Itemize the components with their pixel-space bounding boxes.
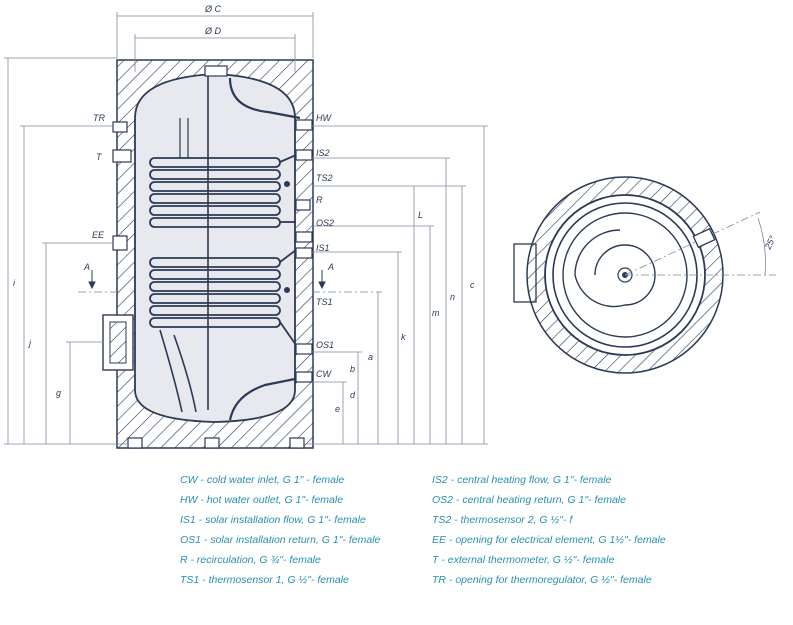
dimension-lines: [4, 12, 488, 445]
label-ts2: TS2: [316, 173, 333, 183]
upper-coil: [149, 154, 297, 228]
dim-b: b: [350, 364, 355, 374]
label-t: T: [96, 152, 103, 162]
angle-axis: [624, 211, 761, 276]
label-ts1: TS1: [316, 297, 333, 307]
dim-e: e: [335, 404, 340, 414]
electric-element-body: [109, 321, 127, 364]
dim-inner-diameter: Ø D: [204, 26, 222, 36]
sensor-pocket: [179, 118, 189, 158]
dim-g: g: [56, 388, 61, 398]
angle-arc: [757, 217, 766, 276]
connection-os2: [295, 231, 313, 243]
tank-leg-right: [289, 437, 305, 449]
connection-is1: [295, 247, 313, 259]
section-markers: [88, 270, 326, 290]
legend-item: T - external thermometer, G ½"- female: [432, 554, 615, 566]
inner-tube-spiral: [574, 229, 656, 308]
legend-item: HW - hot water outlet, G 1"- female: [180, 494, 344, 506]
label-os2: OS2: [316, 218, 334, 228]
cold-water-tube: [228, 376, 301, 421]
legend-right: IS2 - central heating flow, G 1"- female…: [432, 470, 666, 590]
label-is1: IS1: [316, 243, 330, 253]
tank-leg-middle: [204, 437, 220, 449]
connection-t: [112, 149, 132, 163]
connection-ee: [112, 235, 128, 251]
connection-os1: [295, 343, 313, 355]
legend-item: OS1 - solar installation return, G 1"- f…: [180, 534, 381, 546]
legend-item: IS1 - solar installation flow, G 1"- fem…: [180, 514, 366, 526]
label-ee: EE: [92, 230, 105, 240]
dim-a: a: [368, 352, 373, 362]
connection-hw: [295, 119, 313, 131]
dim-c: c: [470, 280, 475, 290]
connection-tr: [112, 121, 128, 133]
legend-item: TS2 - thermosensor 2, G ½"- f: [432, 514, 573, 526]
label-is2: IS2: [316, 148, 330, 158]
connection-r: [295, 199, 311, 211]
label-section-a-right: A: [327, 262, 334, 272]
inner-tank: [134, 73, 296, 423]
coil-ring-inner: [562, 212, 688, 338]
label-section-a-left: A: [83, 262, 90, 272]
top-flange: [204, 65, 228, 77]
connection-is2: [295, 149, 313, 161]
tank-leg-left: [127, 437, 143, 449]
dim-m: m: [432, 308, 440, 318]
bottom-tubes: [159, 329, 197, 413]
legend-item: R - recirculation, G ¾"- female: [180, 554, 321, 566]
dim-d: d: [350, 390, 356, 400]
dim-l: L: [418, 210, 423, 220]
label-hw: HW: [316, 113, 332, 123]
angled-connection: [692, 227, 716, 249]
label-os1: OS1: [316, 340, 334, 350]
dim-k: k: [401, 332, 406, 342]
label-cw: CW: [316, 369, 332, 379]
legend-item: EE - opening for electrical element, G 1…: [432, 534, 666, 546]
connection-cw: [295, 371, 313, 383]
hot-water-tube: [228, 77, 301, 120]
legend-item: TS1 - thermosensor 1, G ½"- female: [180, 574, 349, 586]
sensor-ts2: [284, 181, 290, 187]
label-r: R: [316, 195, 323, 205]
legend-left: CW - cold water inlet, G 1" - female HW …: [180, 470, 380, 590]
legend-item: OS2 - central heating return, G 1"- fema…: [432, 494, 626, 506]
legend-item: TR - opening for thermoregulator, G ½"- …: [432, 574, 652, 586]
label-tr: TR: [93, 113, 105, 123]
dim-j: j: [28, 338, 32, 348]
dim-outer-diameter: Ø C: [204, 4, 222, 14]
tank-top-section: 25°: [513, 176, 778, 374]
legend-item: IS2 - central heating flow, G 1"- female: [432, 474, 612, 486]
dim-n: n: [450, 292, 455, 302]
tank-side-section: [102, 59, 314, 449]
sensor-ts1: [284, 287, 290, 293]
legend-item: CW - cold water inlet, G 1" - female: [180, 474, 345, 486]
lower-coil: [149, 249, 297, 346]
dim-i: i: [13, 278, 16, 288]
